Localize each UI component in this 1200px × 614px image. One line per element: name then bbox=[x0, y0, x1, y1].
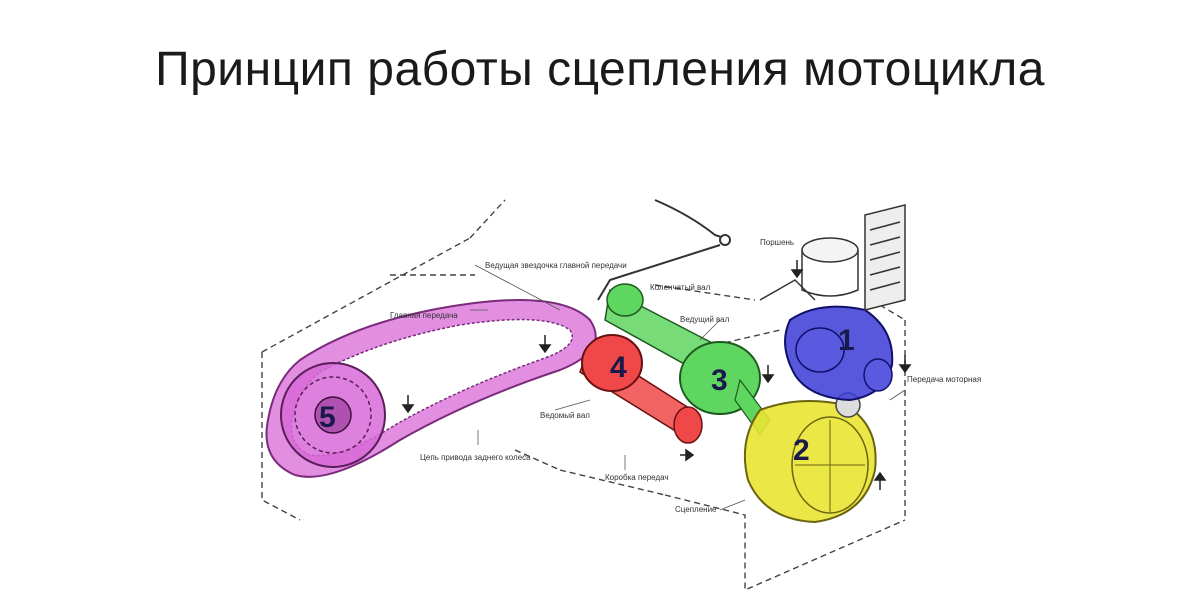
label-clutch: Сцепление bbox=[675, 505, 717, 514]
component-number-1: 1 bbox=[838, 324, 855, 357]
page-title: Принцип работы сцепления мотоцикла bbox=[155, 43, 1045, 96]
component-number-3: 3 bbox=[711, 364, 728, 397]
label-primary-gear: Передача моторная bbox=[907, 375, 981, 384]
component-number-4: 4 bbox=[610, 351, 627, 384]
frame-dashed-lines bbox=[261, 199, 906, 592]
label-crankshaft: Коленчатый вал bbox=[650, 283, 711, 292]
label-rear-chain: Цепь привода заднего колеса bbox=[420, 453, 531, 462]
component-number-5: 5 bbox=[319, 401, 336, 434]
label-driven-shaft: Ведомый вал bbox=[540, 411, 590, 420]
rear-sprocket bbox=[280, 362, 386, 468]
label-primary-drive: Главная передача bbox=[390, 311, 458, 320]
clutch-drum bbox=[743, 392, 877, 524]
label-piston: Поршень bbox=[760, 238, 794, 247]
label-clutch-gear: Ведущая звездочка главной передачи bbox=[485, 261, 627, 270]
driven-shaft-gear bbox=[579, 334, 703, 444]
label-main-shaft: Ведущий вал bbox=[680, 315, 730, 324]
leader-lines bbox=[470, 264, 906, 511]
rotation-arrows bbox=[401, 260, 912, 490]
piston-cylinder bbox=[759, 204, 906, 311]
component-number-2: 2 bbox=[793, 434, 810, 467]
kick-lever bbox=[597, 199, 731, 301]
label-gearbox: Коробка передач bbox=[605, 473, 669, 482]
crankshaft bbox=[784, 305, 894, 402]
